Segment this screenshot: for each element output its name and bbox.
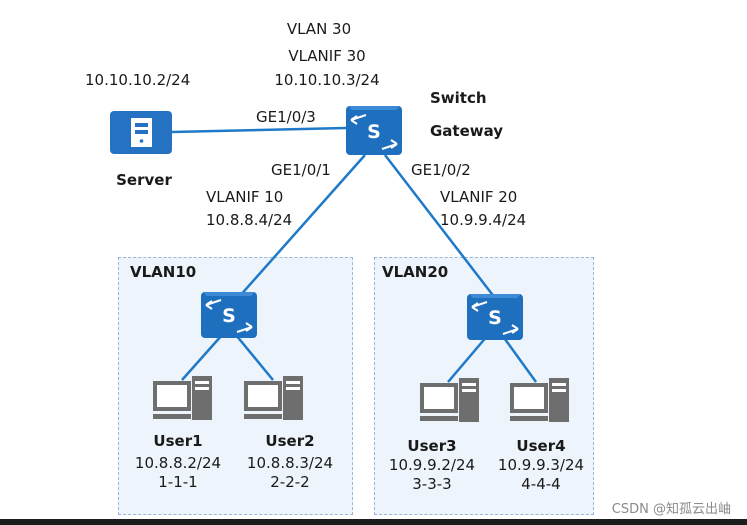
links — [171, 126, 538, 383]
pc-user3-icon — [420, 378, 479, 422]
server-label: Server — [116, 171, 172, 189]
link-sw1-user1 — [181, 334, 223, 381]
user3-name: User3 — [407, 437, 457, 455]
core-switch-letter: S — [367, 121, 381, 143]
bottom-edge-bar — [0, 519, 747, 525]
core-switch-icon: S — [346, 106, 402, 155]
server-port-label: GE1/0/3 — [256, 108, 316, 126]
vlan20-zone-label: VLAN20 — [382, 263, 449, 281]
user3-block: User3 10.9.9.2/24 3-3-3 — [389, 437, 475, 494]
user4-block: User4 10.9.9.3/24 4-4-4 — [498, 437, 584, 494]
user1-name: User1 — [153, 432, 203, 450]
server-ip: 10.10.10.2/24 — [85, 71, 191, 89]
left-vlanif-label: VLANIF 10 — [206, 188, 284, 206]
user3-id: 3-3-3 — [412, 475, 452, 493]
vlan30-label: VLAN 30 — [286, 20, 352, 38]
user2-block: User2 10.8.8.3/24 2-2-2 — [247, 432, 333, 492]
vlanif30-ip: 10.10.10.3/24 — [274, 71, 380, 89]
gateway-label: Gateway — [430, 122, 504, 140]
user4-name: User4 — [516, 437, 566, 455]
link-switch-sw2 — [384, 154, 496, 299]
link-switch-sw1 — [237, 154, 366, 299]
pc-user4-icon — [510, 378, 569, 422]
link-sw2-user4 — [500, 334, 538, 383]
access-switch-2-letter: S — [488, 307, 502, 329]
user2-id: 2-2-2 — [270, 473, 310, 491]
user3-ip: 10.9.9.2/24 — [388, 456, 476, 474]
vlanif30-label: VLANIF 30 — [288, 47, 366, 65]
server-icon — [110, 111, 172, 154]
user2-ip: 10.8.8.3/24 — [246, 454, 334, 472]
left-ip-label: 10.8.8.4/24 — [206, 211, 293, 229]
user2-name: User2 — [265, 432, 315, 450]
link-server-switch — [171, 126, 347, 134]
access-switch-1-letter: S — [222, 305, 236, 327]
watermark: CSDN @知孤云出岫 — [611, 502, 731, 517]
left-port-label: GE1/0/1 — [271, 161, 331, 179]
pc-user2-icon — [244, 376, 303, 420]
access-switch-2-icon: S — [467, 294, 523, 340]
right-ip-label: 10.9.9.4/24 — [440, 211, 527, 229]
link-sw1-user2 — [235, 334, 274, 381]
user1-ip: 10.8.8.2/24 — [134, 454, 222, 472]
link-sw2-user3 — [447, 334, 489, 383]
vlan10-zone-label: VLAN10 — [130, 263, 197, 281]
user4-ip: 10.9.9.3/24 — [497, 456, 585, 474]
pc-user1-icon — [153, 376, 212, 420]
right-vlanif-label: VLANIF 20 — [440, 188, 518, 206]
right-port-label: GE1/0/2 — [411, 161, 471, 179]
switch-label: Switch — [430, 89, 487, 107]
user4-id: 4-4-4 — [521, 475, 561, 493]
user1-id: 1-1-1 — [158, 473, 198, 491]
user1-block: User1 10.8.8.2/24 1-1-1 — [135, 432, 221, 492]
access-switch-1-icon: S — [201, 292, 257, 338]
